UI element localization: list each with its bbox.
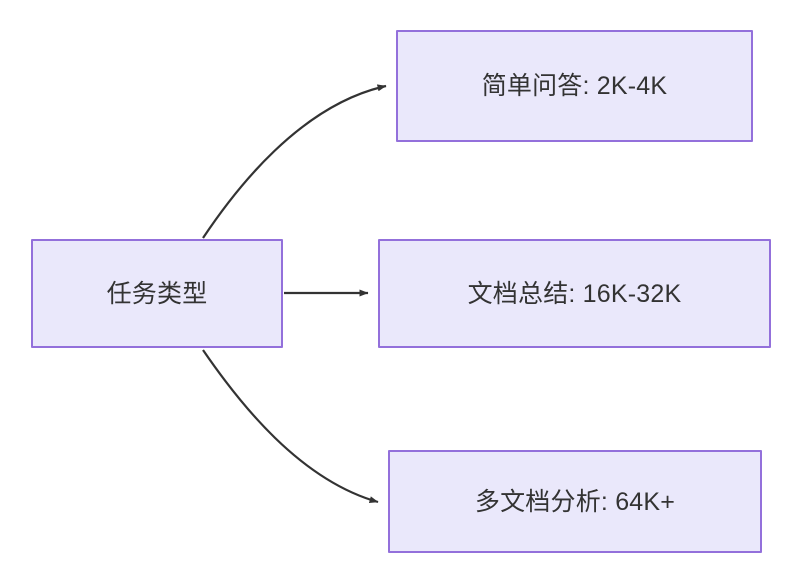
node-doc-summary[interactable]: 文档总结: 16K-32K xyxy=(378,239,771,348)
edge-source-to-multi-doc xyxy=(202,349,379,504)
node-simple-qa-label: 简单问答: 2K-4K xyxy=(481,72,668,100)
edge-source-to-simple-qa xyxy=(202,84,387,239)
node-doc-summary-label: 文档总结: 16K-32K xyxy=(467,279,682,308)
node-multi-doc[interactable]: 多文档分析: 64K+ xyxy=(388,450,762,553)
node-task-type[interactable]: 任务类型 xyxy=(31,239,283,348)
node-simple-qa[interactable]: 简单问答: 2K-4K xyxy=(396,30,753,142)
node-multi-doc-label: 多文档分析: 64K+ xyxy=(474,487,676,516)
node-task-type-label: 任务类型 xyxy=(106,279,208,308)
